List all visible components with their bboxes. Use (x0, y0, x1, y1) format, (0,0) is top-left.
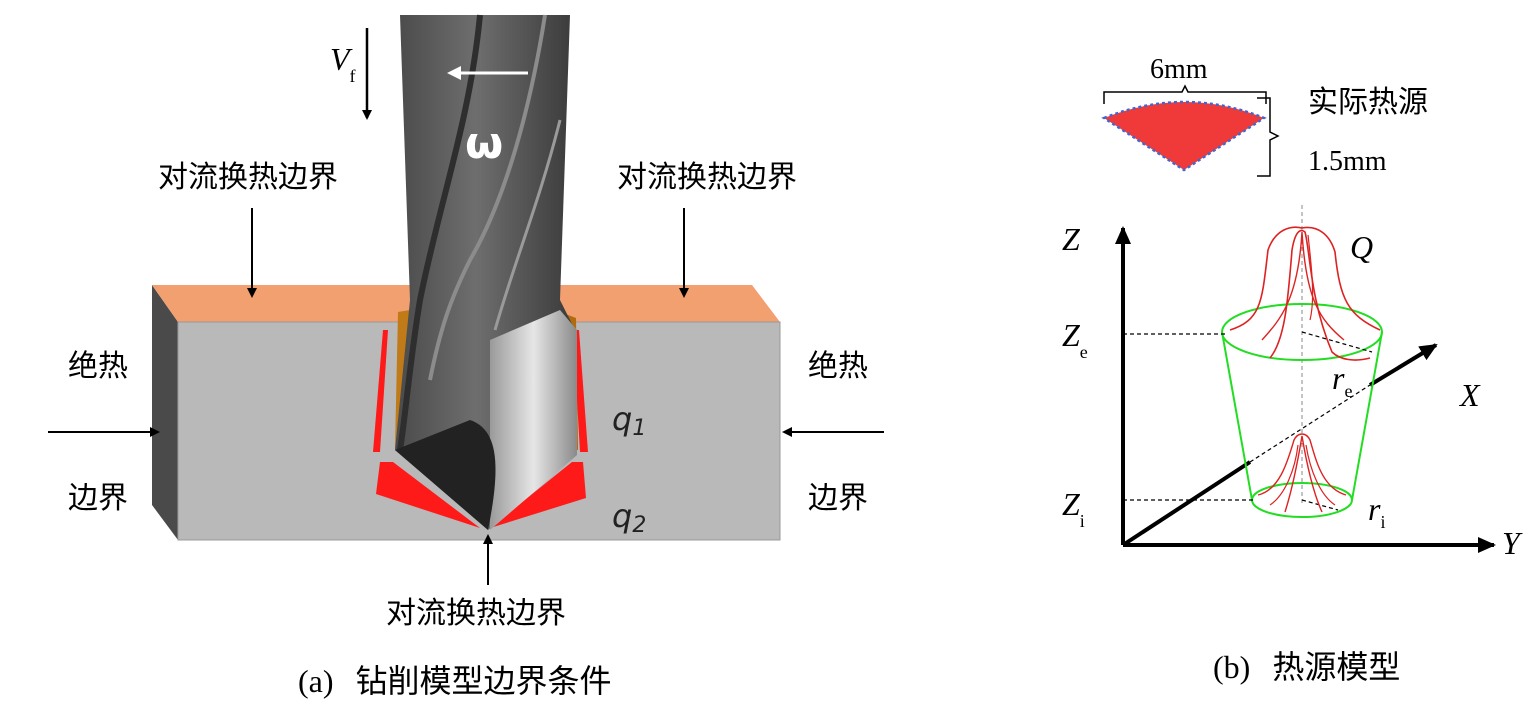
heat-source-shape (1101, 100, 1267, 172)
x-axis-label: X (1458, 377, 1481, 413)
q-curve-lower-3 (1269, 444, 1336, 506)
adiabatic-label-left-1: 绝热 (68, 349, 128, 384)
adiabatic-label-right-2: 边界 (808, 481, 868, 516)
zi-label: Zi (1062, 486, 1085, 531)
cone-side-left (1221, 331, 1253, 501)
q-label: Q (1350, 229, 1373, 265)
q1-label: q1 (612, 400, 646, 441)
omega-symbol: ω (465, 118, 503, 169)
convection-label-top-right: 对流换热边界 (617, 160, 797, 195)
cone-side-right (1351, 331, 1383, 501)
source-label: 实际热源 (1308, 85, 1428, 120)
drill-tip-light (490, 310, 577, 530)
re-line (1301, 331, 1373, 353)
q-curve-upper-3 (1261, 231, 1345, 341)
re-label: re (1332, 360, 1352, 401)
y-axis-label: Y (1502, 525, 1523, 561)
q-curve-lower-1 (1257, 433, 1347, 496)
caption-b: (b)热源模型 (1213, 648, 1400, 686)
height-label: 1.5mm (1308, 146, 1387, 177)
drill-flute-1 (397, 14, 483, 451)
q-curve-upper-4 (1307, 234, 1314, 321)
q-curve-upper-2 (1269, 229, 1371, 361)
width-label: 6mm (1150, 54, 1208, 85)
drill-flute-2 (428, 14, 547, 381)
convection-label-top-left: 对流换热边界 (158, 160, 338, 195)
feed-label: Vf (330, 41, 356, 86)
width-brace (1103, 84, 1267, 104)
adiabatic-label-left-2: 边界 (68, 481, 128, 516)
x-axis-solid-low (1121, 460, 1252, 547)
ri-label: ri (1368, 491, 1385, 532)
block-left-side (152, 285, 178, 540)
x-axis-dashed (1249, 384, 1371, 463)
drill-lip (395, 420, 496, 530)
heat-q2-left (376, 462, 480, 528)
q2-label: q2 (612, 497, 646, 538)
adiabatic-label-right-1: 绝热 (808, 349, 868, 384)
ri-line (1301, 499, 1339, 511)
convection-label-bottom: 对流换热边界 (386, 596, 566, 631)
panel-a: ω Vf 对流换热边界 对流换热边界 绝热 边界 绝热 边界 q1 q2 对流换… (48, 14, 884, 700)
height-brace (1257, 97, 1280, 177)
q-curve-lower-2 (1284, 435, 1323, 513)
drill-flute-3 (493, 119, 562, 331)
x-axis-solid-high (1368, 343, 1438, 387)
z-axis-label: Z (1062, 221, 1081, 257)
caption-a: (a)钻削模型边界条件 (298, 662, 612, 700)
panel-b: 6mm 实际热源 1.5mm Z X Y (1062, 54, 1523, 686)
q-curve-upper-1 (1229, 226, 1381, 331)
heat-q1-left (373, 330, 388, 452)
ze-label: Ze (1062, 317, 1088, 362)
heat-q2-right (490, 462, 586, 528)
